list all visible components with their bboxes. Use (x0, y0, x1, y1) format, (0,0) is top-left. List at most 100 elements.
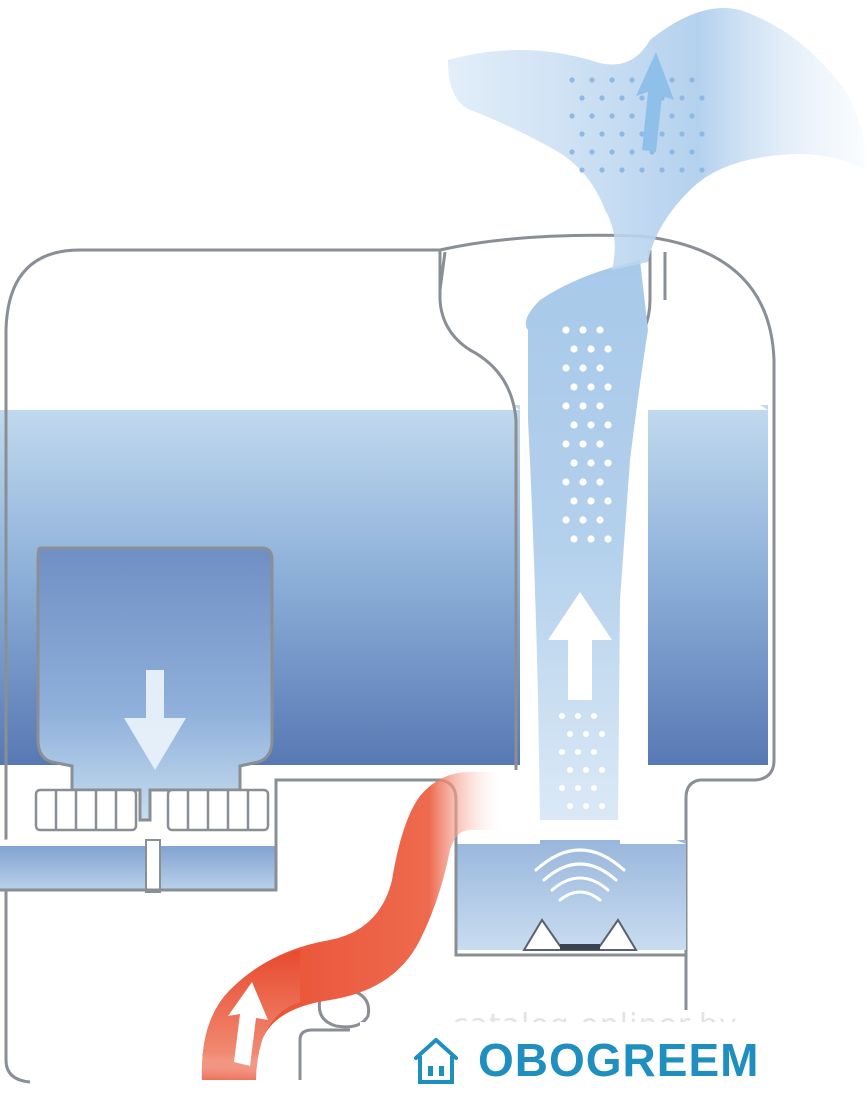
vapor-particles (569, 77, 705, 173)
vapor-dot (569, 149, 575, 155)
mist-dot (604, 459, 612, 467)
vapor-dot (609, 77, 615, 83)
mist-particles (559, 326, 612, 809)
house-logo-icon (414, 1038, 458, 1084)
vapor-dot (579, 167, 585, 173)
vapor-dot (589, 77, 595, 83)
mist-dot (583, 731, 589, 737)
mist-dot (596, 440, 604, 448)
vapor-dot (619, 167, 625, 173)
mist-dot (562, 440, 570, 448)
mist-dot (562, 402, 570, 410)
mist-dot (587, 345, 595, 353)
mist-dot (559, 785, 565, 791)
mist-dot (575, 713, 581, 719)
vapor-dot (589, 149, 595, 155)
brand-logo-block[interactable]: OBOGREEM (360, 1022, 868, 1100)
arrow-up-right-icon (636, 52, 674, 152)
vapor-dot (699, 167, 705, 173)
vapor-dot (609, 113, 615, 119)
vapor-dot (679, 95, 685, 101)
mist-dot (570, 383, 578, 391)
vapor-dot (659, 167, 665, 173)
mist-dot (567, 767, 573, 773)
vapor-dot (619, 95, 625, 101)
mist-dot (562, 364, 570, 372)
heat-flow (201, 772, 505, 1080)
vapor-dot (669, 113, 675, 119)
mist-dot (579, 364, 587, 372)
mist-dot (604, 421, 612, 429)
vapor-dot (609, 149, 615, 155)
water-tank (34, 546, 274, 832)
mist-dot (575, 785, 581, 791)
mist-dot (599, 731, 605, 737)
vapor-dot (629, 77, 635, 83)
arrow-up-icon (228, 982, 268, 1066)
mist-dot (583, 803, 589, 809)
mist-dot (596, 478, 604, 486)
mist-dot (570, 535, 578, 543)
mist-dot (562, 326, 570, 334)
mist-dot (604, 497, 612, 505)
vapor-dot (669, 77, 675, 83)
mist-dot (591, 749, 597, 755)
vapor-dot (569, 77, 575, 83)
vapor-dot (689, 113, 695, 119)
vapor-dot (619, 131, 625, 137)
vapor-dot (629, 149, 635, 155)
mist-dot (604, 345, 612, 353)
vapor-dot (599, 167, 605, 173)
mist-dot (559, 713, 565, 719)
mist-dot (559, 749, 565, 755)
mist-dot (587, 459, 595, 467)
mist-dot (591, 785, 597, 791)
mist-dot (587, 421, 595, 429)
vapor-dot (569, 113, 575, 119)
mist-dot (570, 497, 578, 505)
vapor-dot (679, 167, 685, 173)
vapor-dot (679, 131, 685, 137)
vapor-dot (589, 113, 595, 119)
mist-dot (567, 731, 573, 737)
mist-dot (579, 440, 587, 448)
vapor-dot (639, 95, 645, 101)
vapor-dot (659, 131, 665, 137)
mist-dot (562, 478, 570, 486)
mist-dot (570, 421, 578, 429)
vapor-dot (699, 95, 705, 101)
vapor-dot (689, 149, 695, 155)
mist-dot (570, 459, 578, 467)
mist-dot (579, 326, 587, 334)
vapor-dot (689, 77, 695, 83)
mist-dot (596, 402, 604, 410)
mist-channel (525, 260, 648, 820)
vapor-dot (639, 167, 645, 173)
vapor-dot (699, 131, 705, 137)
mist-dot (604, 535, 612, 543)
mist-dot (583, 767, 589, 773)
mist-dot (575, 749, 581, 755)
mist-dot (579, 516, 587, 524)
vapor-dot (669, 149, 675, 155)
mist-dot (567, 803, 573, 809)
mist-dot (579, 478, 587, 486)
vapor-dot (599, 131, 605, 137)
arrow-up-icon (548, 592, 612, 700)
sound-waves-icon (534, 848, 626, 902)
mist-dot (591, 713, 597, 719)
vapor-dot (579, 95, 585, 101)
mist-dot (587, 497, 595, 505)
mist-dot (604, 383, 612, 391)
vapor-dot (629, 113, 635, 119)
humidifier-body (4, 233, 776, 1060)
mist-dot (599, 803, 605, 809)
mist-dot (587, 383, 595, 391)
brand-name: OBOGREEM (478, 1034, 760, 1086)
vapor-dot (599, 95, 605, 101)
mist-dot (570, 345, 578, 353)
mist-dot (579, 402, 587, 410)
vapor-dot (639, 131, 645, 137)
mist-dot (599, 767, 605, 773)
